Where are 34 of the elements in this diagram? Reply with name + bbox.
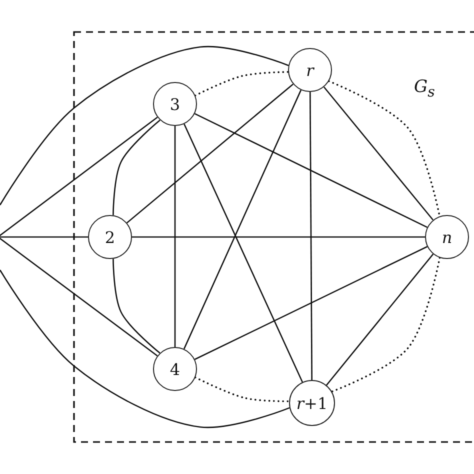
vertex-label: 3 [170, 94, 180, 114]
edge-line [174, 126, 176, 347]
edge-line [183, 90, 302, 350]
dotted-edge [194, 71, 289, 96]
vertex-label: r+1 [296, 394, 328, 412]
edge-line [0, 236, 158, 356]
vertex-circle [88, 215, 132, 259]
vertex-circle [425, 215, 469, 259]
edge-line [184, 124, 304, 382]
edge-line [112, 258, 160, 354]
vertex-circle [289, 380, 335, 426]
graph-label: G$_{s}$ [414, 77, 435, 100]
edge-line [126, 84, 294, 224]
vertex-circle [153, 82, 197, 126]
edge-line [309, 92, 312, 380]
edge-line [0, 270, 290, 428]
vertex-label: n [442, 228, 452, 246]
edge-line [323, 86, 434, 220]
edge-line [326, 254, 434, 386]
vertex-circle [288, 48, 332, 92]
edge-line [132, 236, 425, 238]
vertex-circle [153, 347, 197, 391]
dotted-edge [328, 80, 440, 218]
edge-line [194, 113, 428, 228]
edge-line [0, 236, 88, 238]
vertex-label: 4 [170, 360, 180, 378]
edge-line [0, 46, 289, 206]
edge-line [194, 246, 428, 360]
vertex-label: r [306, 60, 314, 80]
dotted-edge [331, 256, 441, 392]
vertex-label: 2 [104, 228, 116, 246]
edge-line [0, 116, 158, 238]
edge-line [112, 120, 160, 216]
dotted-edge [194, 376, 290, 402]
